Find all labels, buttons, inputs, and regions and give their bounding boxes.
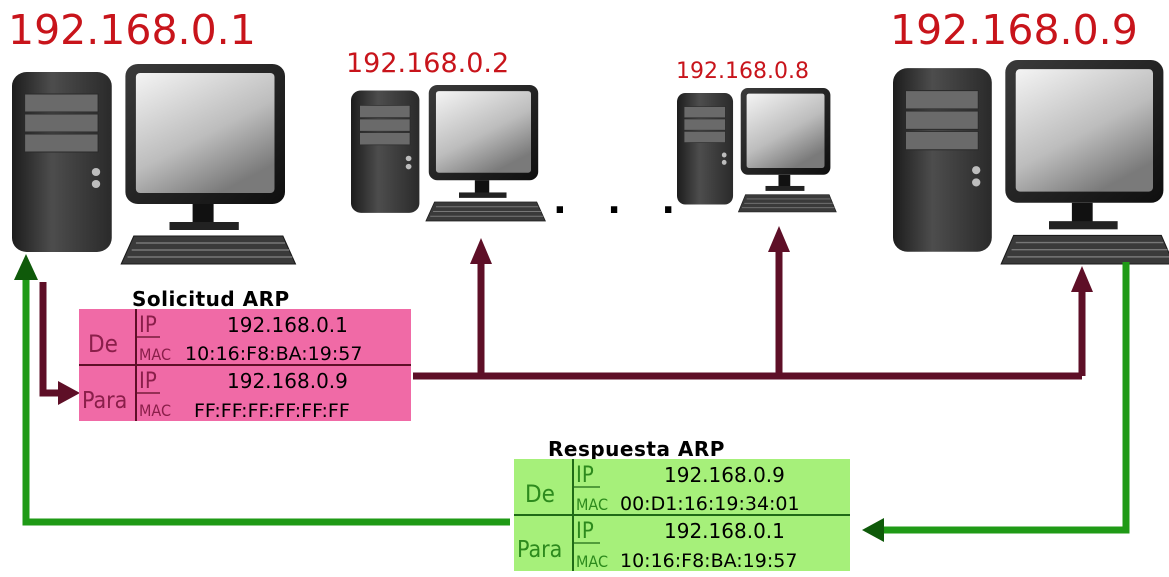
- request-to-label: Para: [82, 388, 127, 414]
- reply-from-mac-label: MAC: [576, 495, 608, 514]
- host-1-ip-label: 192.168.0.1: [8, 6, 256, 54]
- computer-icon-host-1: [11, 63, 297, 265]
- arrow-to-host-2-icon: [470, 238, 492, 264]
- computer-icon-host-4: [892, 59, 1169, 265]
- ellipsis: . . .: [553, 181, 689, 222]
- request-path: [39, 250, 1086, 397]
- request-from-ip-label: IP: [139, 313, 157, 338]
- reply-from-ip-label: IP: [576, 463, 594, 488]
- reply-path: [22, 262, 1130, 534]
- request-from-mac-value: 10:16:F8:BA:19:57: [185, 343, 362, 365]
- reply-from-mac-value: 00:D1:16:19:34:01: [620, 493, 800, 515]
- request-to-ip-label: IP: [139, 369, 157, 394]
- host-4-ip-label: 192.168.0.9: [890, 6, 1138, 54]
- request-from-ip-value: 192.168.0.1: [227, 313, 348, 337]
- request-from-label: De: [88, 330, 118, 358]
- arrow-into-request-table-icon: [58, 381, 80, 405]
- host-3-ip-label: 192.168.0.8: [676, 59, 809, 84]
- arrow-to-host-3-icon: [768, 226, 790, 252]
- request-table-title: Solicitud ARP: [132, 287, 290, 311]
- reply-to-mac-value: 10:16:F8:BA:19:57: [620, 550, 797, 572]
- request-arrowheads: [58, 226, 1093, 405]
- reply-to-ip-label: IP: [576, 519, 594, 544]
- reply-to-mac-label: MAC: [576, 552, 608, 571]
- arrow-to-host-4-icon: [1071, 266, 1093, 292]
- request-to-mac-label: MAC: [139, 401, 171, 420]
- computer-icon-host-3: [676, 87, 837, 213]
- host-2-ip-label: 192.168.0.2: [346, 48, 509, 79]
- request-table: Solicitud ARP De Para IP MAC IP MAC 192.…: [79, 287, 411, 422]
- request-from-mac-label: MAC: [139, 345, 171, 364]
- request-to-mac-value: FF:FF:FF:FF:FF:FF: [194, 400, 350, 422]
- reply-table: Respuesta ARP De Para IP MAC IP MAC 192.…: [514, 437, 850, 572]
- reply-from-label: De: [525, 480, 555, 508]
- reply-table-title: Respuesta ARP: [548, 437, 725, 461]
- reply-to-ip-value: 192.168.0.1: [664, 519, 785, 543]
- reply-to-label: Para: [517, 537, 562, 563]
- reply-arrowheads: [14, 254, 884, 542]
- arrow-to-host-1-icon: [14, 254, 38, 280]
- arrow-into-reply-table-icon: [862, 518, 884, 542]
- request-to-ip-value: 192.168.0.9: [227, 369, 348, 393]
- reply-from-ip-value: 192.168.0.9: [664, 463, 785, 487]
- computer-icon-host-2: [350, 84, 546, 222]
